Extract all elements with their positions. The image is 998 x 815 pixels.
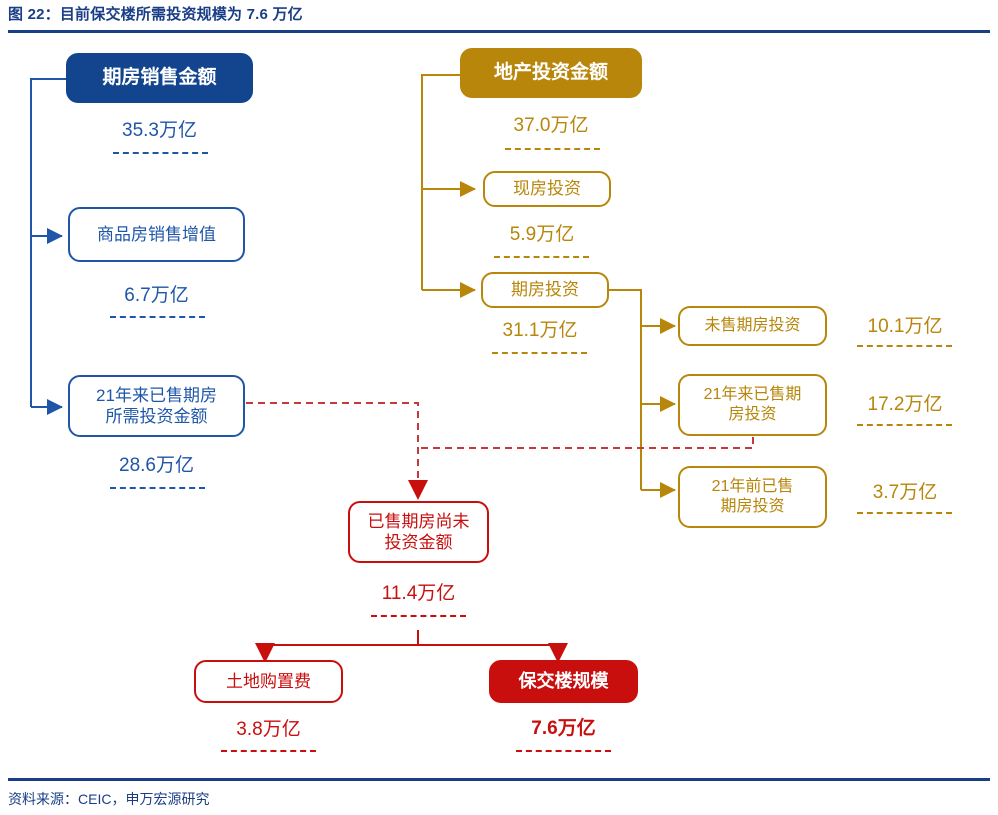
value-text: 3.7万亿 <box>872 482 938 503</box>
value-pre21-qifang-investment: 3.7万亿 <box>845 477 965 504</box>
value-underline <box>857 345 952 347</box>
node-label: 地产投资金额 <box>493 62 608 84</box>
node-unsold-qifang-investment[interactable]: 未售期房投资 <box>678 306 827 346</box>
node-label: 期房投资 <box>511 280 579 300</box>
footer-divider <box>8 778 990 781</box>
value-underline <box>494 256 589 258</box>
node-label: 21年前已售 期房投资 <box>711 478 794 515</box>
value-text: 31.1万亿 <box>502 320 578 341</box>
node-land-purchase-fee[interactable]: 土地购置费 <box>194 660 343 703</box>
node-label: 已售期房尚未 投资金额 <box>367 511 470 552</box>
value-underline <box>492 352 587 354</box>
value-delivery-scale: 7.6万亿 <box>489 713 638 740</box>
value-text: 37.0万亿 <box>513 115 589 136</box>
gold-right-connectors <box>609 289 676 498</box>
node-label: 21年来已售期房 所需投资金额 <box>96 385 217 426</box>
page-title: 图 22：目前保交楼所需投资规模为 7.6 万亿 <box>8 6 303 23</box>
value-text: 28.6万亿 <box>119 455 194 476</box>
value-underline <box>110 316 205 318</box>
node-label: 商品房销售增值 <box>97 224 216 244</box>
node-label: 期房销售金额 <box>102 67 217 89</box>
value-underline <box>505 148 600 150</box>
source-note: 资料来源：CEIC，申万宏源研究 <box>8 791 210 807</box>
node-sold-since-21[interactable]: 21年来已售期房 所需投资金额 <box>68 375 245 437</box>
value-underline <box>857 512 952 514</box>
red-split-connectors <box>255 630 568 663</box>
value-unsold-qifang-investment: 10.1万亿 <box>845 311 965 338</box>
node-label: 土地购置费 <box>226 671 311 691</box>
node-label: 未售期房投资 <box>704 317 801 334</box>
node-label: 21年来已售期 房投资 <box>703 386 802 423</box>
value-sold-since-21: 28.6万亿 <box>68 450 245 477</box>
node-qifang-investment[interactable]: 期房投资 <box>481 272 609 308</box>
gold-left-connectors <box>421 74 476 298</box>
value-underline <box>113 152 208 154</box>
value-text: 17.2万亿 <box>867 394 943 415</box>
value-underline <box>857 424 952 426</box>
value-qifang-investment: 31.1万亿 <box>476 315 604 342</box>
node-delivery-scale[interactable]: 保交楼规模 <box>489 660 638 703</box>
node-pre21-qifang-investment[interactable]: 21年前已售 期房投资 <box>678 466 827 528</box>
value-commodity-value: 6.7万亿 <box>68 280 245 307</box>
value-unspent-sold-amount: 11.4万亿 <box>348 578 489 605</box>
value-text: 35.3万亿 <box>122 120 197 141</box>
value-underline <box>516 750 611 752</box>
value-xianfang-investment: 5.9万亿 <box>478 219 606 246</box>
header-divider <box>8 30 990 33</box>
node-unspent-sold-amount[interactable]: 已售期房尚未 投资金额 <box>348 501 489 563</box>
value-text: 10.1万亿 <box>867 316 943 337</box>
value-underline <box>371 615 466 617</box>
node-commodity-value[interactable]: 商品房销售增值 <box>68 207 245 262</box>
value-underline <box>221 750 316 752</box>
node-qifang-sales[interactable]: 期房销售金额 <box>66 53 253 103</box>
figure-header: 图 22：目前保交楼所需投资规模为 7.6 万亿 <box>8 2 990 33</box>
node-xianfang-investment[interactable]: 现房投资 <box>483 171 611 207</box>
value-text: 6.7万亿 <box>124 285 189 306</box>
red-dashed-connectors <box>246 402 754 500</box>
value-underline <box>110 487 205 489</box>
value-text: 5.9万亿 <box>509 224 575 245</box>
blue-connectors <box>30 78 66 415</box>
value-text: 3.8万亿 <box>236 719 301 740</box>
value-text: 11.4万亿 <box>381 583 456 604</box>
value-land-purchase-fee: 3.8万亿 <box>194 714 343 741</box>
value-sold21-qifang-investment: 17.2万亿 <box>845 389 965 416</box>
value-qifang-sales: 35.3万亿 <box>66 115 253 142</box>
node-sold21-qifang-investment[interactable]: 21年来已售期 房投资 <box>678 374 827 436</box>
node-real-estate-investment[interactable]: 地产投资金额 <box>460 48 642 98</box>
node-label: 现房投资 <box>513 179 581 199</box>
value-text: 7.6万亿 <box>531 718 596 739</box>
node-label: 保交楼规模 <box>518 671 609 692</box>
value-real-estate-investment: 37.0万亿 <box>460 110 642 137</box>
